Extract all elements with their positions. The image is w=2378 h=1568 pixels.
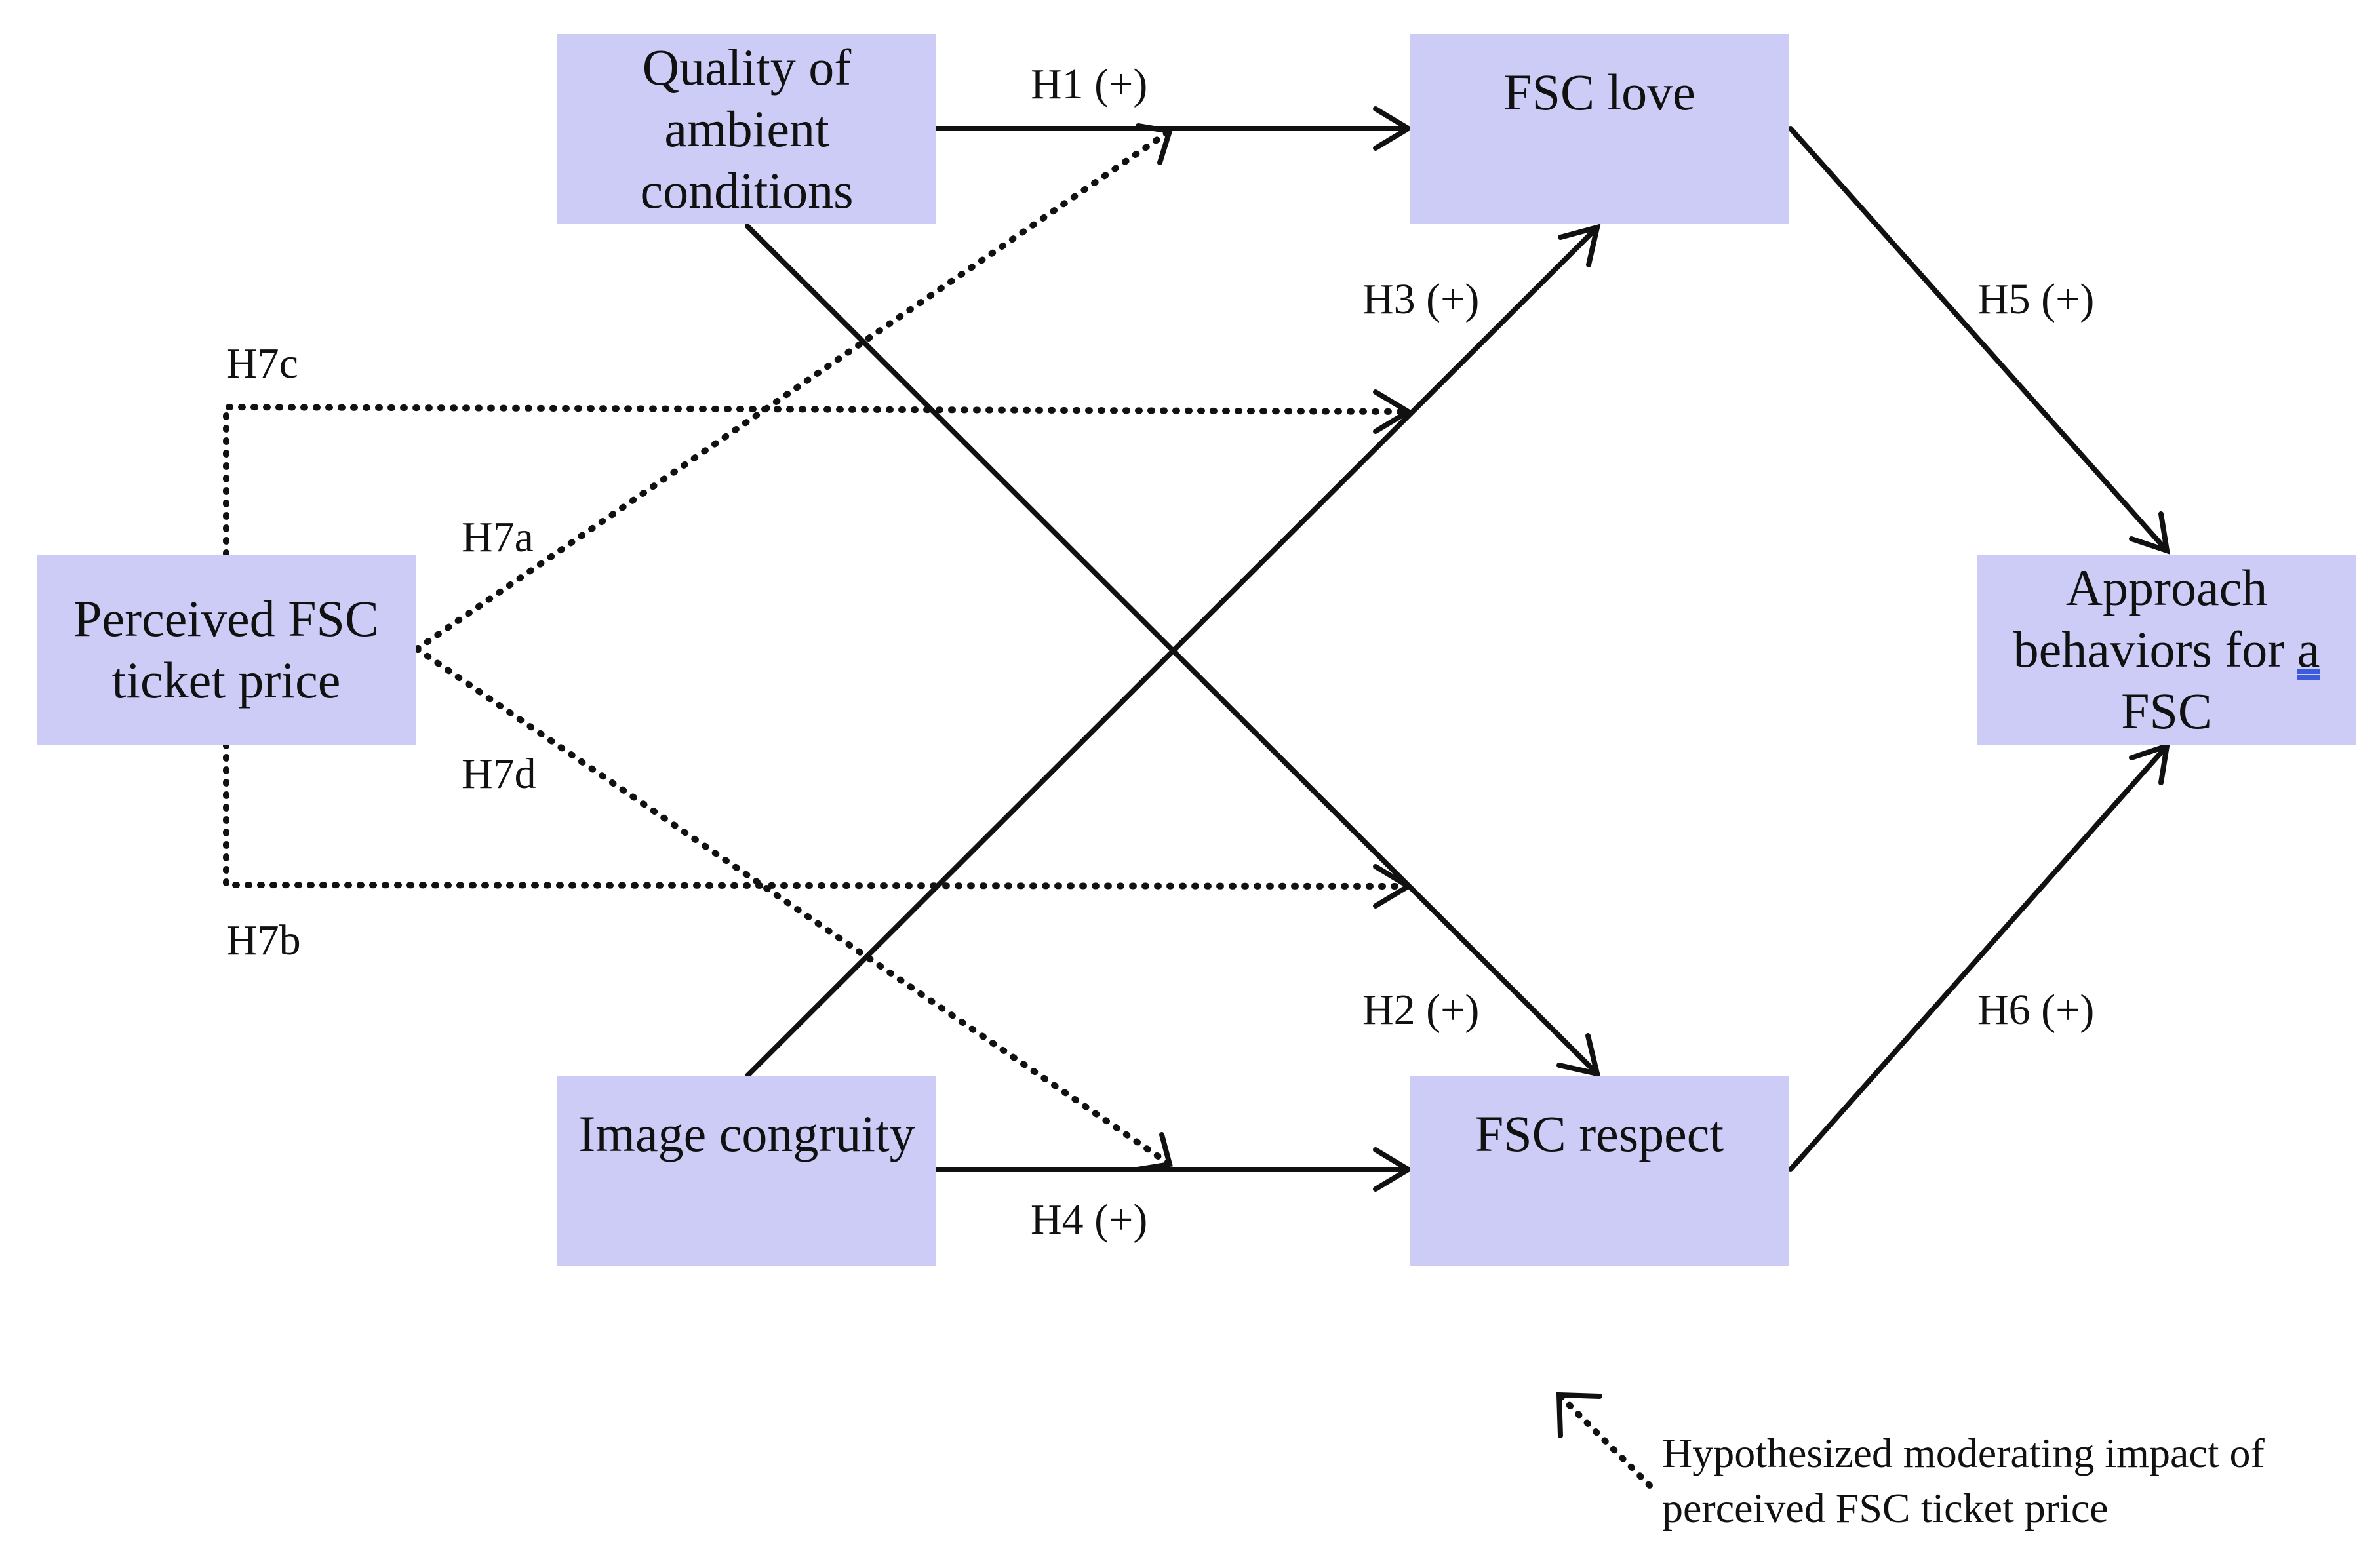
node-fsc-respect: FSC respect xyxy=(1410,1076,1789,1266)
node-approach-line-2-text: behaviors for xyxy=(2013,621,2297,678)
node-approach-line-1: Approach xyxy=(2065,559,2268,616)
label-h5: H5 (+) xyxy=(1977,275,2095,323)
node-image-congruity: Image congruity xyxy=(557,1076,936,1266)
arrow-h6 xyxy=(1788,743,2170,1172)
node-approach-line-2: behaviors for a xyxy=(2013,619,2320,680)
node-price-line-2: ticket price xyxy=(111,652,341,709)
label-h2: H2 (+) xyxy=(1362,986,1480,1034)
label-h7c: H7c xyxy=(226,340,298,387)
node-image-congruity-text: Image congruity xyxy=(578,1105,915,1162)
node-perceived-fsc-ticket-price: Perceived FSC ticket price xyxy=(37,555,416,745)
node-fsc-respect-text: FSC respect xyxy=(1475,1105,1724,1162)
node-approach-underlined-word: a xyxy=(2297,621,2320,678)
node-quality-line-1: Quality of xyxy=(642,39,852,96)
label-h6: H6 (+) xyxy=(1977,986,2095,1034)
label-h4: H4 (+) xyxy=(1031,1196,1148,1244)
arrow-h3 xyxy=(745,225,1600,1078)
node-approach-behaviors: Approach behaviors for a FSC xyxy=(1977,555,2356,745)
label-h1: H1 (+) xyxy=(1031,60,1148,108)
legend-line-1: Hypothesized moderating impact of xyxy=(1662,1430,2265,1476)
legend-dotted-arrow xyxy=(1556,1392,1653,1489)
node-price-line-1: Perceived FSC xyxy=(73,590,379,647)
node-fsc-love: FSC love xyxy=(1410,34,1789,224)
node-quality-line-3: conditions xyxy=(640,162,854,219)
arrow-h5 xyxy=(1788,126,2170,553)
legend-line-2: perceived FSC ticket price xyxy=(1662,1485,2109,1531)
node-fsc-love-text: FSC love xyxy=(1503,64,1695,121)
node-quality-of-ambient-conditions: Quality of ambient conditions xyxy=(557,34,936,224)
label-h7b: H7b xyxy=(226,916,301,964)
label-h7a: H7a xyxy=(462,513,534,561)
arrow-h7d xyxy=(414,646,1173,1167)
label-h7d: H7d xyxy=(462,750,536,798)
node-quality-line-2: ambient xyxy=(664,100,829,157)
label-h3: H3 (+) xyxy=(1362,275,1480,323)
arrow-h7a xyxy=(414,128,1173,652)
node-approach-line-3: FSC xyxy=(2121,682,2212,739)
arrow-h7c xyxy=(223,403,1412,557)
arrow-h7b xyxy=(223,741,1412,890)
